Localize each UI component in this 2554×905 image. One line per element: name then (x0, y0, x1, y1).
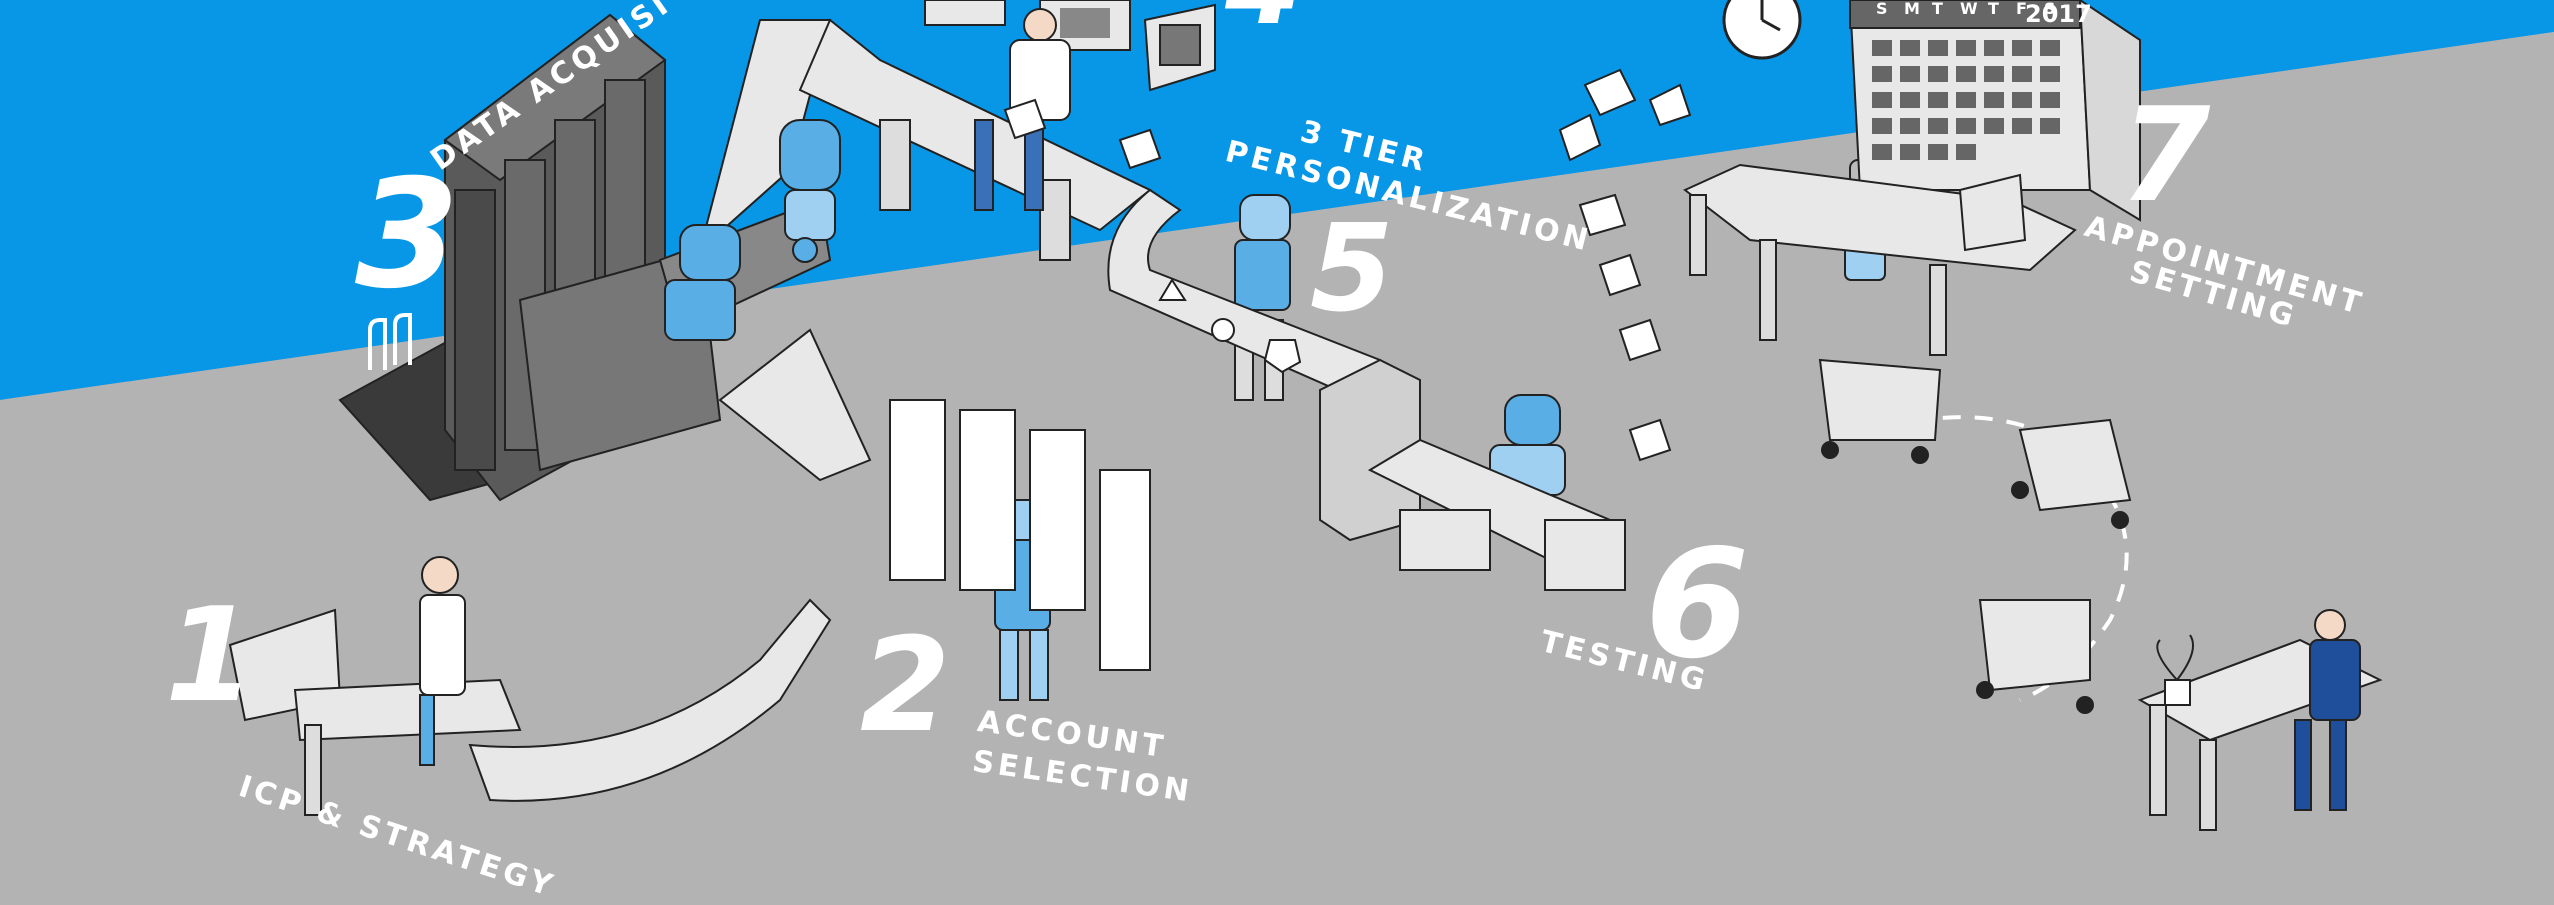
weekday-wed: W (1960, 0, 1978, 18)
stage-number-6: 6 (1645, 518, 1750, 692)
stage-number-2: 2 (860, 609, 951, 761)
person-icon (974, 8, 1071, 211)
icp-person (419, 556, 466, 766)
weekday-tue: T (1932, 0, 1943, 18)
cart-icon (1818, 358, 2132, 714)
weekday-sun: S (1876, 0, 1888, 18)
calendar-year: 2017 (2025, 0, 2092, 28)
weekday-mon: M (1904, 0, 1920, 18)
ladder (368, 313, 412, 370)
stage-number-4: 4 (1225, 0, 1302, 40)
personalization-conveyor (1107, 188, 1421, 542)
plant-icon (2156, 634, 2194, 706)
factory-scene: 2017 S M T W T F S (0, 0, 2554, 831)
clock-icon (1722, 0, 1802, 60)
account-papers (889, 399, 1151, 671)
testing-table (1367, 438, 1626, 591)
calendar-weekdays: S M T W T F S (1876, 0, 2056, 18)
weekday-sat: S (2044, 0, 2056, 18)
salesperson (2294, 609, 2361, 811)
envelope-icon (1003, 68, 1692, 462)
robot-server (664, 224, 741, 341)
stage-number-1: 1 (165, 579, 256, 731)
stage-number-3: 3 (355, 148, 460, 322)
robot-icon (779, 119, 841, 263)
stage-number-7: 7 (2120, 79, 2211, 231)
calendar-grid (1872, 40, 2060, 160)
weekday-thu: T (1988, 0, 1999, 18)
icp-table (228, 608, 522, 816)
monitor-icon (1060, 8, 1110, 38)
appointment-desk (1683, 163, 2077, 356)
stage-number-5: 5 (1310, 200, 1394, 339)
curved-conveyor (468, 598, 832, 802)
weekday-fri: F (2016, 0, 2027, 18)
